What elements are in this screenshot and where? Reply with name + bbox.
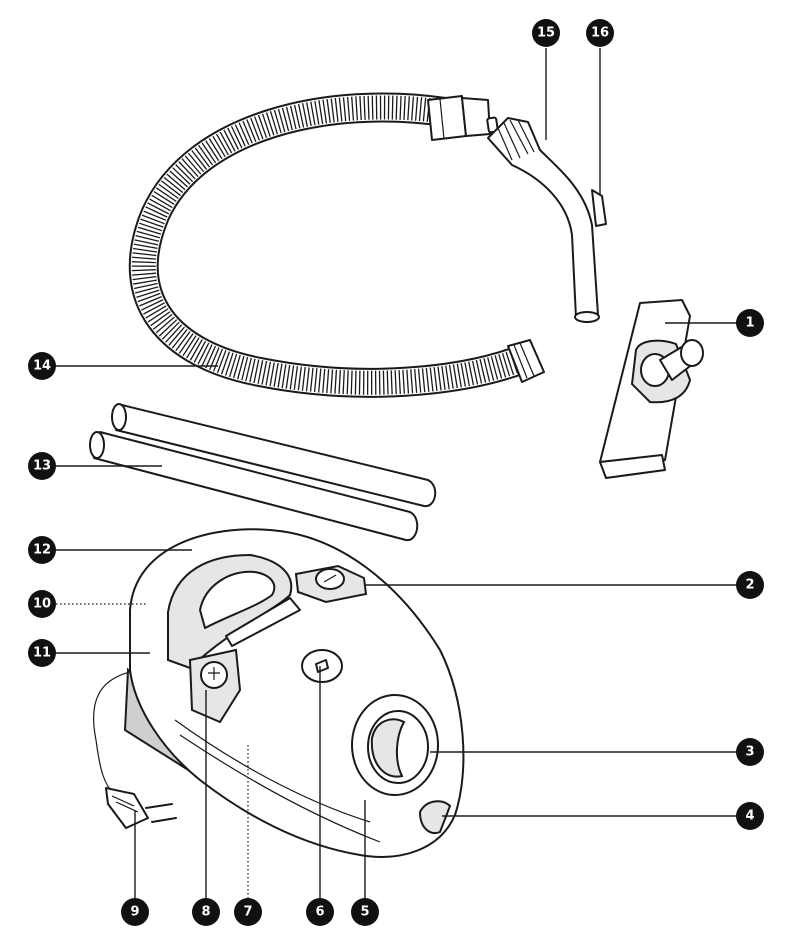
- callout-16: 16: [586, 19, 614, 47]
- power-plug: [105, 787, 177, 829]
- callout-1-label: 1: [745, 316, 754, 331]
- flexible-hose: [128, 92, 545, 398]
- callout-5: 5: [351, 898, 379, 926]
- extension-tubes: [89, 403, 437, 542]
- callout-7: 7: [234, 898, 262, 926]
- callout-4: 4: [736, 802, 764, 830]
- callout-14-label: 14: [33, 359, 51, 374]
- callout-6: 6: [306, 898, 334, 926]
- callout-13: 13: [28, 452, 56, 480]
- floor-nozzle: [599, 299, 704, 479]
- callout-5-label: 5: [360, 905, 369, 920]
- callout-12: 12: [28, 536, 56, 564]
- callout-9-label: 9: [130, 905, 139, 920]
- callout-3: 3: [736, 738, 764, 766]
- callout-10: 10: [28, 590, 56, 618]
- callout-14: 14: [28, 352, 56, 380]
- callout-8-label: 8: [201, 905, 210, 920]
- handle-grip: [487, 117, 607, 323]
- callout-15: 15: [532, 19, 560, 47]
- callout-2-label: 2: [745, 578, 754, 593]
- callout-9: 9: [121, 898, 149, 926]
- vacuum-body: [92, 528, 465, 858]
- callout-6-label: 6: [315, 905, 324, 920]
- leader-lines: [56, 48, 738, 900]
- hose-connector: [427, 95, 499, 141]
- callout-4-label: 4: [745, 809, 754, 824]
- callout-2: 2: [736, 571, 764, 599]
- callout-10-label: 10: [33, 597, 51, 612]
- callout-13-label: 13: [33, 459, 51, 474]
- callout-1: 1: [736, 309, 764, 337]
- callout-11: 11: [28, 639, 56, 667]
- callout-3-label: 3: [745, 745, 754, 760]
- callout-12-label: 12: [33, 543, 51, 558]
- callout-8: 8: [192, 898, 220, 926]
- callout-15-label: 15: [537, 26, 555, 41]
- callout-16-label: 16: [591, 26, 609, 41]
- callout-7-label: 7: [243, 905, 252, 920]
- callout-11-label: 11: [33, 646, 51, 661]
